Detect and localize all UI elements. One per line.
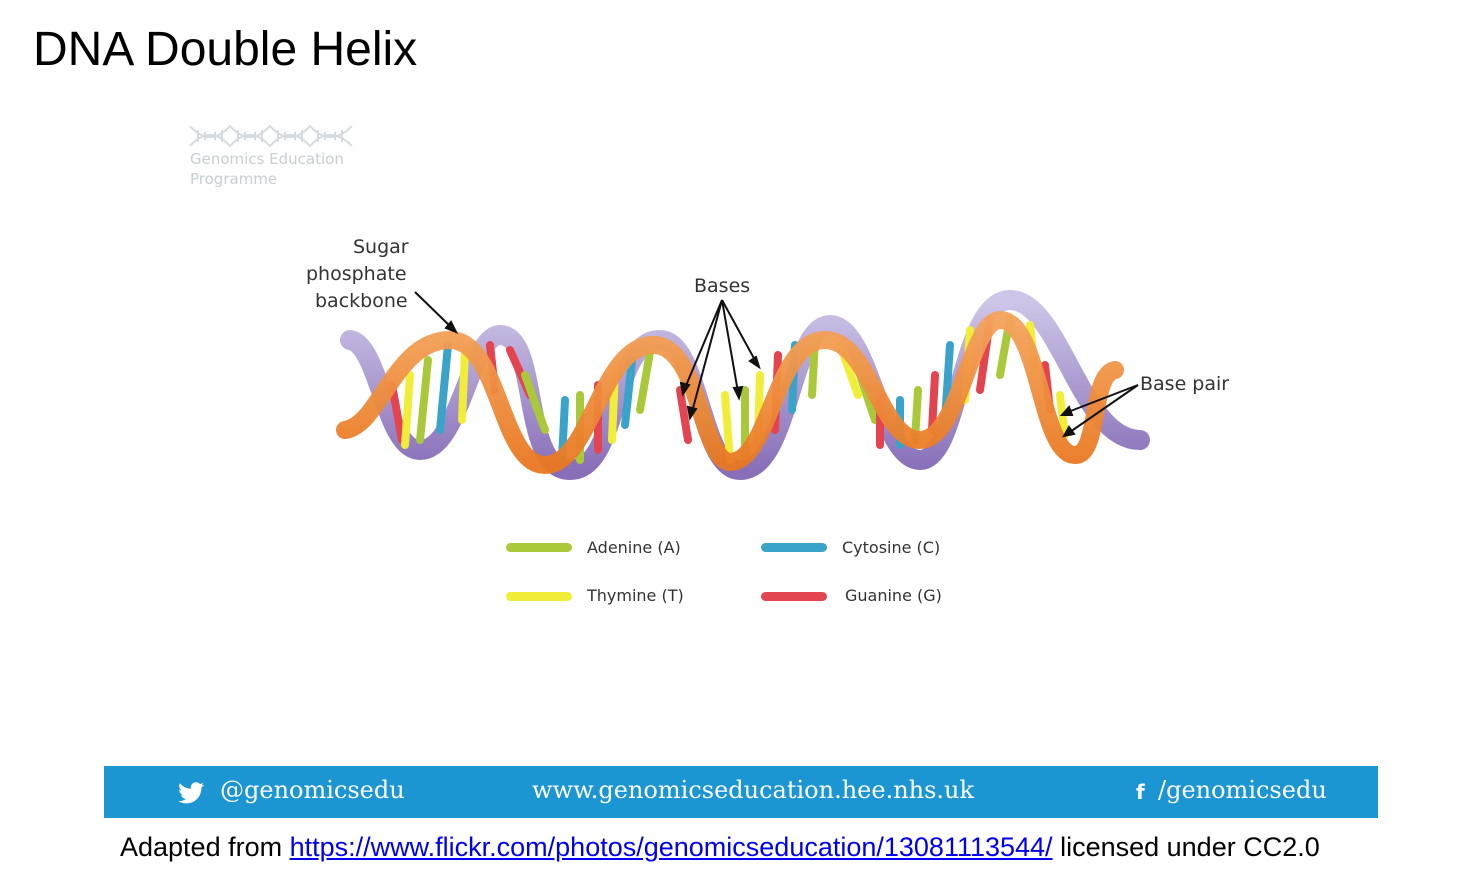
credit-link[interactable]: https://www.flickr.com/photos/genomicsed…: [289, 832, 1053, 862]
slide-title: DNA Double Helix: [33, 23, 418, 76]
label-sugar-line2: phosphate: [306, 263, 407, 285]
legend-label-cytosine: Cytosine (C): [842, 538, 941, 557]
legend-label-adenine: Adenine (A): [587, 538, 681, 557]
genomics-education-logo-icon: [189, 124, 353, 148]
legend-swatch-adenine: [506, 543, 572, 552]
credit-prefix: Adapted from: [120, 832, 283, 862]
twitter-handle[interactable]: @genomicsedu: [220, 776, 405, 804]
logo-text-line2: Programme: [190, 170, 278, 188]
legend-label-guanine: Guanine (G): [845, 586, 942, 605]
label-sugar-line1: Sugar: [353, 236, 409, 258]
facebook-icon: f: [1136, 780, 1145, 804]
attribution-credit: Adapted from https://www.flickr.com/phot…: [120, 832, 1320, 863]
website-url[interactable]: www.genomicseducation.hee.nhs.uk: [532, 776, 975, 804]
label-base-pair: Base pair: [1140, 373, 1230, 395]
label-sugar-line3: backbone: [315, 290, 408, 312]
facebook-handle[interactable]: /genomicsedu: [1158, 776, 1327, 804]
orange-backbone-strand: [336, 310, 1124, 475]
logo-text-line1: Genomics Education: [190, 150, 344, 168]
footer-banner: @genomicsedu www.genomicseducation.hee.n…: [104, 766, 1378, 818]
legend-swatch-thymine: [506, 592, 572, 601]
legend-swatch-guanine: [761, 592, 827, 601]
label-bases: Bases: [694, 275, 751, 297]
twitter-icon: [178, 782, 204, 804]
legend-swatch-cytosine: [761, 543, 827, 552]
legend-label-thymine: Thymine (T): [587, 586, 684, 605]
credit-suffix: licensed under CC2.0: [1060, 832, 1320, 862]
